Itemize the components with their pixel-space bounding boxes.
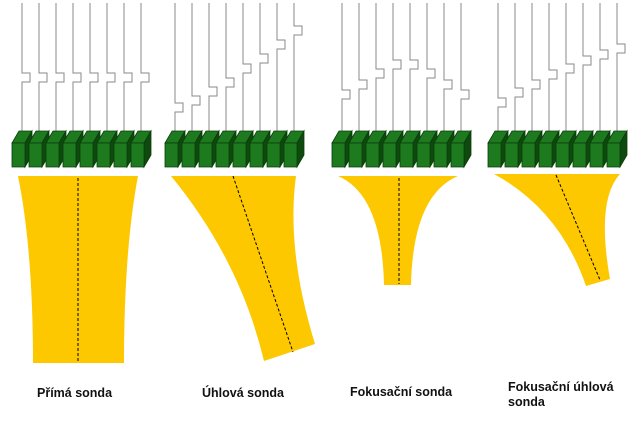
delay-wire — [548, 3, 558, 131]
delay-wire — [106, 3, 116, 131]
delay-wire — [497, 3, 507, 131]
transducer-element — [232, 129, 254, 169]
delay-wire — [21, 3, 31, 131]
transducer-elements — [164, 129, 305, 169]
delay-wire — [140, 3, 150, 131]
delay-wire — [225, 3, 235, 131]
delay-wire — [599, 3, 609, 131]
delay-wire — [208, 3, 218, 131]
delay-wire — [89, 3, 99, 131]
delay-wire — [443, 3, 453, 131]
transducer-element — [28, 129, 50, 169]
transducer-element — [164, 129, 186, 169]
delay-wire — [276, 3, 286, 131]
caption-focused-angled-probe: Fokusační úhlová sonda — [508, 380, 614, 409]
delay-wires — [21, 3, 150, 131]
transducer-element — [416, 129, 438, 169]
delay-wire — [242, 3, 252, 131]
delay-wire — [358, 3, 368, 131]
delay-wire — [531, 3, 541, 131]
delay-wire — [616, 3, 626, 131]
delay-wire — [426, 3, 436, 131]
transducer-element — [249, 129, 271, 169]
delay-wires — [497, 3, 626, 131]
transducer-element — [283, 129, 305, 169]
delay-wire — [582, 3, 592, 131]
ultrasonic-beam — [494, 174, 620, 286]
probe-angled — [164, 3, 315, 361]
delay-wire — [392, 3, 402, 131]
transducer-elements — [331, 129, 472, 169]
delay-wire — [174, 3, 184, 131]
delay-wire — [514, 3, 524, 131]
beam-axis — [555, 174, 601, 281]
caption-angled-probe: Úhlová sonda — [202, 386, 284, 400]
caption-straight-probe: Přímá sonda — [37, 386, 113, 400]
delay-wire — [259, 3, 269, 131]
transducer-element — [130, 129, 152, 169]
transducer-element — [450, 129, 472, 169]
transducer-element — [348, 129, 370, 169]
transducer-elements — [487, 129, 628, 169]
transducer-element — [11, 129, 33, 169]
delay-wire — [123, 3, 133, 131]
beam-axis — [232, 175, 294, 353]
delay-wires — [174, 3, 303, 131]
delay-wire — [55, 3, 65, 131]
delay-wire — [72, 3, 82, 131]
transducer-elements — [11, 129, 152, 169]
transducer-element — [521, 129, 543, 169]
delay-wire — [375, 3, 385, 131]
caption-focused-probe: Fokusační sonda — [350, 385, 453, 399]
delay-wire — [460, 3, 470, 131]
probe-straight — [11, 3, 152, 363]
probe-focused-angled — [487, 3, 628, 286]
delay-wire — [565, 3, 575, 131]
ultrasonic-beam — [338, 176, 458, 285]
delay-wire — [341, 3, 351, 131]
delay-wire — [38, 3, 48, 131]
transducer-element — [606, 129, 628, 169]
delay-wire — [409, 3, 419, 131]
probe-focused — [331, 3, 472, 285]
delay-wire — [191, 3, 201, 131]
ultrasonic-beam — [171, 176, 315, 361]
delay-wires — [341, 3, 470, 131]
delay-wire — [293, 3, 303, 131]
